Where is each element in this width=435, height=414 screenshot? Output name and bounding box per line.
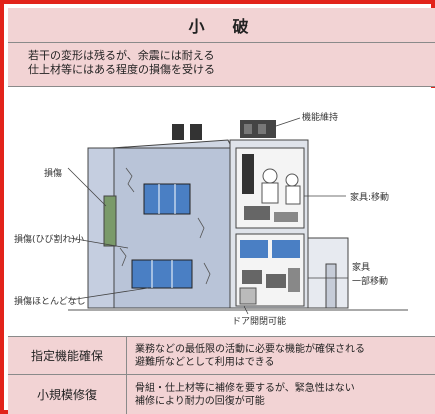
label-furniture-moved: 家具:移動	[350, 191, 389, 203]
label-partially-moved: 一部移動	[352, 275, 388, 287]
leader-lines	[67, 117, 348, 315]
label-function-maintained: 機能維持	[302, 111, 338, 123]
windows	[131, 183, 193, 289]
detail-line-1: 業務などの最低限の活動に必要な機能が確保される	[135, 343, 365, 355]
label-damage: 損傷	[44, 167, 62, 179]
table-row-designated-function: 指定機能確保 業務などの最低限の活動に必要な機能が確保される 避難所などとして利…	[8, 336, 435, 374]
table-row-minor-repair: 小規模修復 骨組・仕上材等に補修を要するが、緊急性はない 補修により耐力の回復が…	[8, 374, 435, 414]
label-small-crack: 損傷(ひび割れ)小	[14, 233, 84, 245]
label-door-operable: ドア開閉可能	[232, 315, 286, 327]
detail-line-1: 骨組・仕上材等に補修を要するが、緊急性はない	[135, 382, 355, 394]
damage-description: 若干の変形は残るが、余震には耐える 仕上材等にはある程度の損傷を受ける	[8, 43, 435, 87]
detail-line-2: 避難所などとして利用はできる	[135, 356, 275, 368]
damage-level-title: 小 破	[8, 8, 435, 43]
description-line-2: 仕上材等にはある程度の損傷を受ける	[28, 63, 215, 76]
wall-cracks	[119, 167, 211, 285]
row-detail-designated-function: 業務などの最低限の活動に必要な機能が確保される 避難所などとして利用はできる	[127, 337, 435, 374]
upper-floor-interior	[235, 147, 305, 229]
description-line-1: 若干の変形は残るが、余震には耐える	[28, 49, 215, 62]
rooftop-equipment	[172, 120, 276, 140]
label-furniture: 家具	[352, 261, 370, 273]
building-body	[87, 139, 349, 309]
row-detail-minor-repair: 骨組・仕上材等に補修を要するが、緊急性はない 補修により耐力の回復が可能	[127, 375, 435, 414]
building-illustration: 機能維持 損傷 損傷(ひび割れ)小 損傷ほとんどなし 家具:移動 家具 一部移動…	[8, 88, 435, 336]
lower-floor-interior	[235, 233, 305, 307]
detail-line-2: 補修により耐力の回復が可能	[135, 395, 265, 407]
building-drawing: 機能維持 損傷 損傷(ひび割れ)小 損傷ほとんどなし 家具:移動 家具 一部移動…	[14, 111, 408, 327]
label-almost-no-damage: 損傷ほとんどなし	[14, 295, 86, 307]
row-header-designated-function: 指定機能確保	[8, 337, 127, 374]
row-header-minor-repair: 小規模修復	[8, 375, 127, 414]
